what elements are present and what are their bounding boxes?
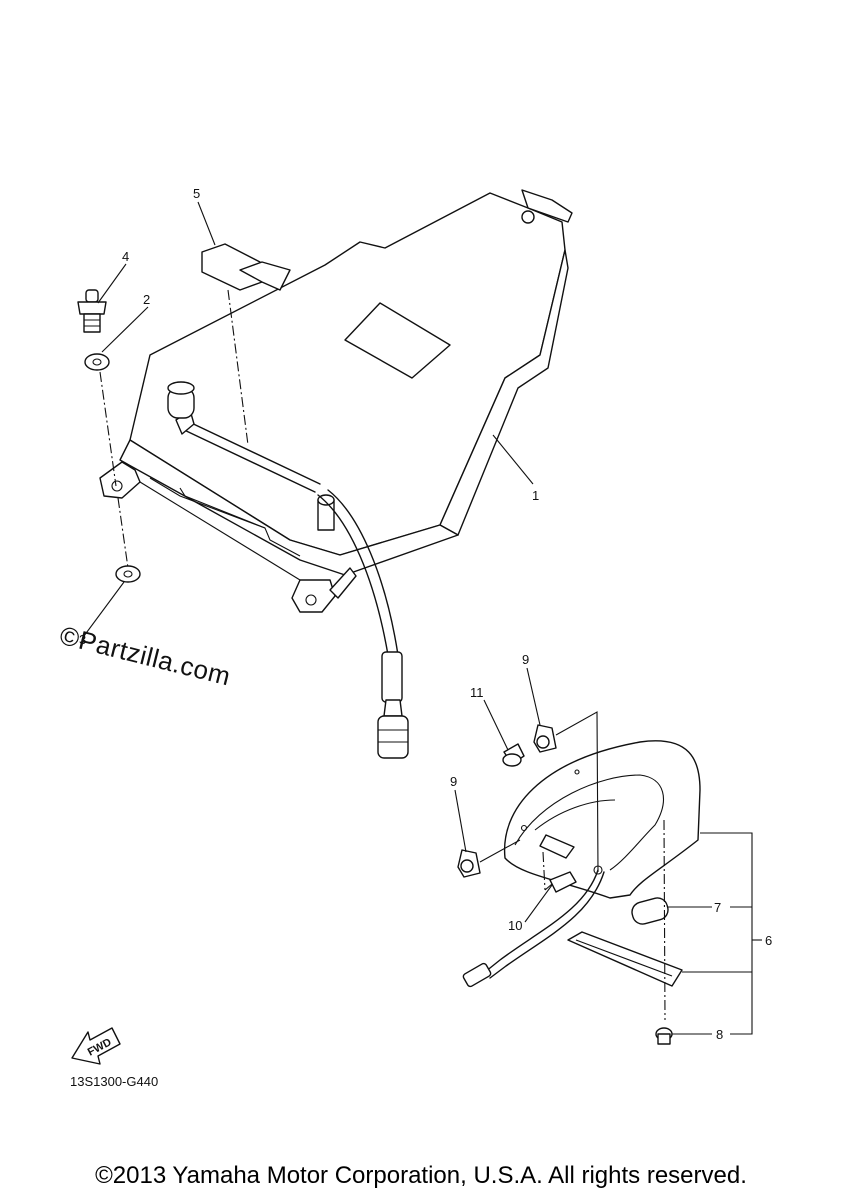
bolt-and-washers [77,289,141,583]
tail-light-assembly [462,740,701,988]
callout-9-left: 9 [450,774,457,789]
callout-8: 8 [716,1027,723,1042]
nuts-and-grommet [457,711,599,878]
callout-7: 7 [714,900,721,915]
callout-10: 10 [508,918,522,933]
callout-numbers: 1 2 3 4 5 6 7 8 9 9 10 11 [79,186,772,1042]
callout-9-top: 9 [522,652,529,667]
lamp-bulb-and-plate [567,819,683,1045]
callout-3: 3 [79,632,86,647]
callout-11: 11 [470,685,484,700]
fwd-arrow-icon: FWD [71,1027,121,1065]
callout-6: 6 [765,933,772,948]
callout-1: 1 [532,488,539,503]
callout-2: 2 [143,292,150,307]
wire-harness [167,381,409,759]
diagram-code: 13S1300-G440 [70,1074,159,1089]
tray-bracket-part [99,189,573,613]
callout-4: 4 [122,249,129,264]
copyright-notice: ©2013 Yamaha Motor Corporation, U.S.A. A… [95,1162,747,1189]
callout-5: 5 [193,186,200,201]
relay-block-part [201,243,291,446]
callout-leaders [83,201,762,1035]
